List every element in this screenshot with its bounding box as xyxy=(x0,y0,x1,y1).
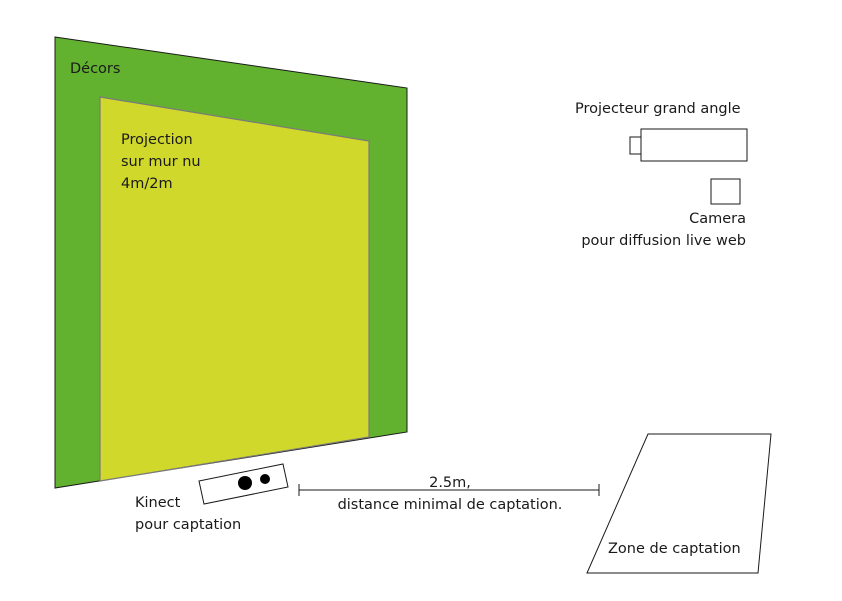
kinect-label: Kinect pour captation xyxy=(135,492,241,536)
kinect-icon xyxy=(198,463,289,505)
decors-label: Décors xyxy=(70,61,121,77)
distance-label: 2.5m, distance minimal de captation. xyxy=(320,472,580,516)
zone-label: Zone de captation xyxy=(608,541,741,557)
projection-label: Projection sur mur nu 4m/2m xyxy=(121,129,201,195)
camera-label: Camera pour diffusion live web xyxy=(581,208,746,252)
projector-label: Projecteur grand angle xyxy=(575,101,741,117)
projection-surface xyxy=(99,96,370,482)
kinect-label-line-2: pour captation xyxy=(135,517,242,533)
kinect-label-line-1: Kinect xyxy=(135,495,181,511)
distance-label-line-1: 2.5m, xyxy=(429,475,471,491)
projection-label-line-2: sur mur nu xyxy=(121,154,201,170)
projection-label-line-3: 4m/2m xyxy=(121,176,173,192)
camera-label-line-1: Camera xyxy=(689,211,746,227)
projection-label-line-1: Projection xyxy=(121,132,193,148)
capture-zone xyxy=(586,433,772,574)
camera-icon xyxy=(710,178,741,205)
projector-icon xyxy=(629,128,748,162)
distance-label-line-2: distance minimal de captation. xyxy=(337,497,563,513)
distance-indicator xyxy=(298,484,600,496)
camera-label-line-2: pour diffusion live web xyxy=(581,233,746,249)
